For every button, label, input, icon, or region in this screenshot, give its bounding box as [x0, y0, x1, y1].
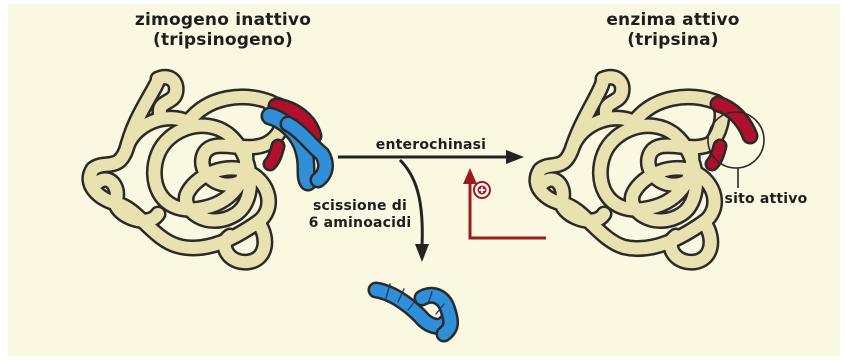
cleaved-peptide: [376, 284, 451, 334]
plus-circle-icon: [474, 182, 490, 198]
diagram-canvas: zimogeno inattivo (tripsinogeno) enzima …: [8, 4, 840, 356]
cleavage-label: scissione di 6 aminoacidi: [300, 198, 420, 232]
right-title-line1: enzima attivo: [583, 10, 763, 30]
diagram-graphics: [8, 4, 840, 356]
trypsin-molecule: [537, 77, 750, 262]
activation-label: enterochinasi: [366, 137, 496, 153]
left-title: zimogeno inattivo (tripsinogeno): [118, 10, 328, 50]
right-title: enzima attivo (tripsina): [583, 10, 763, 50]
left-title-line1: zimogeno inattivo: [118, 10, 328, 30]
trypsinogen-molecule: [90, 77, 326, 262]
cleavage-label-line1: scissione di: [300, 198, 420, 215]
cleavage-label-line2: 6 aminoacidi: [300, 215, 420, 232]
active-site-label: sito attivo: [716, 191, 816, 207]
right-title-line2: (tripsina): [583, 30, 763, 50]
left-title-line2: (tripsinogeno): [118, 30, 328, 50]
